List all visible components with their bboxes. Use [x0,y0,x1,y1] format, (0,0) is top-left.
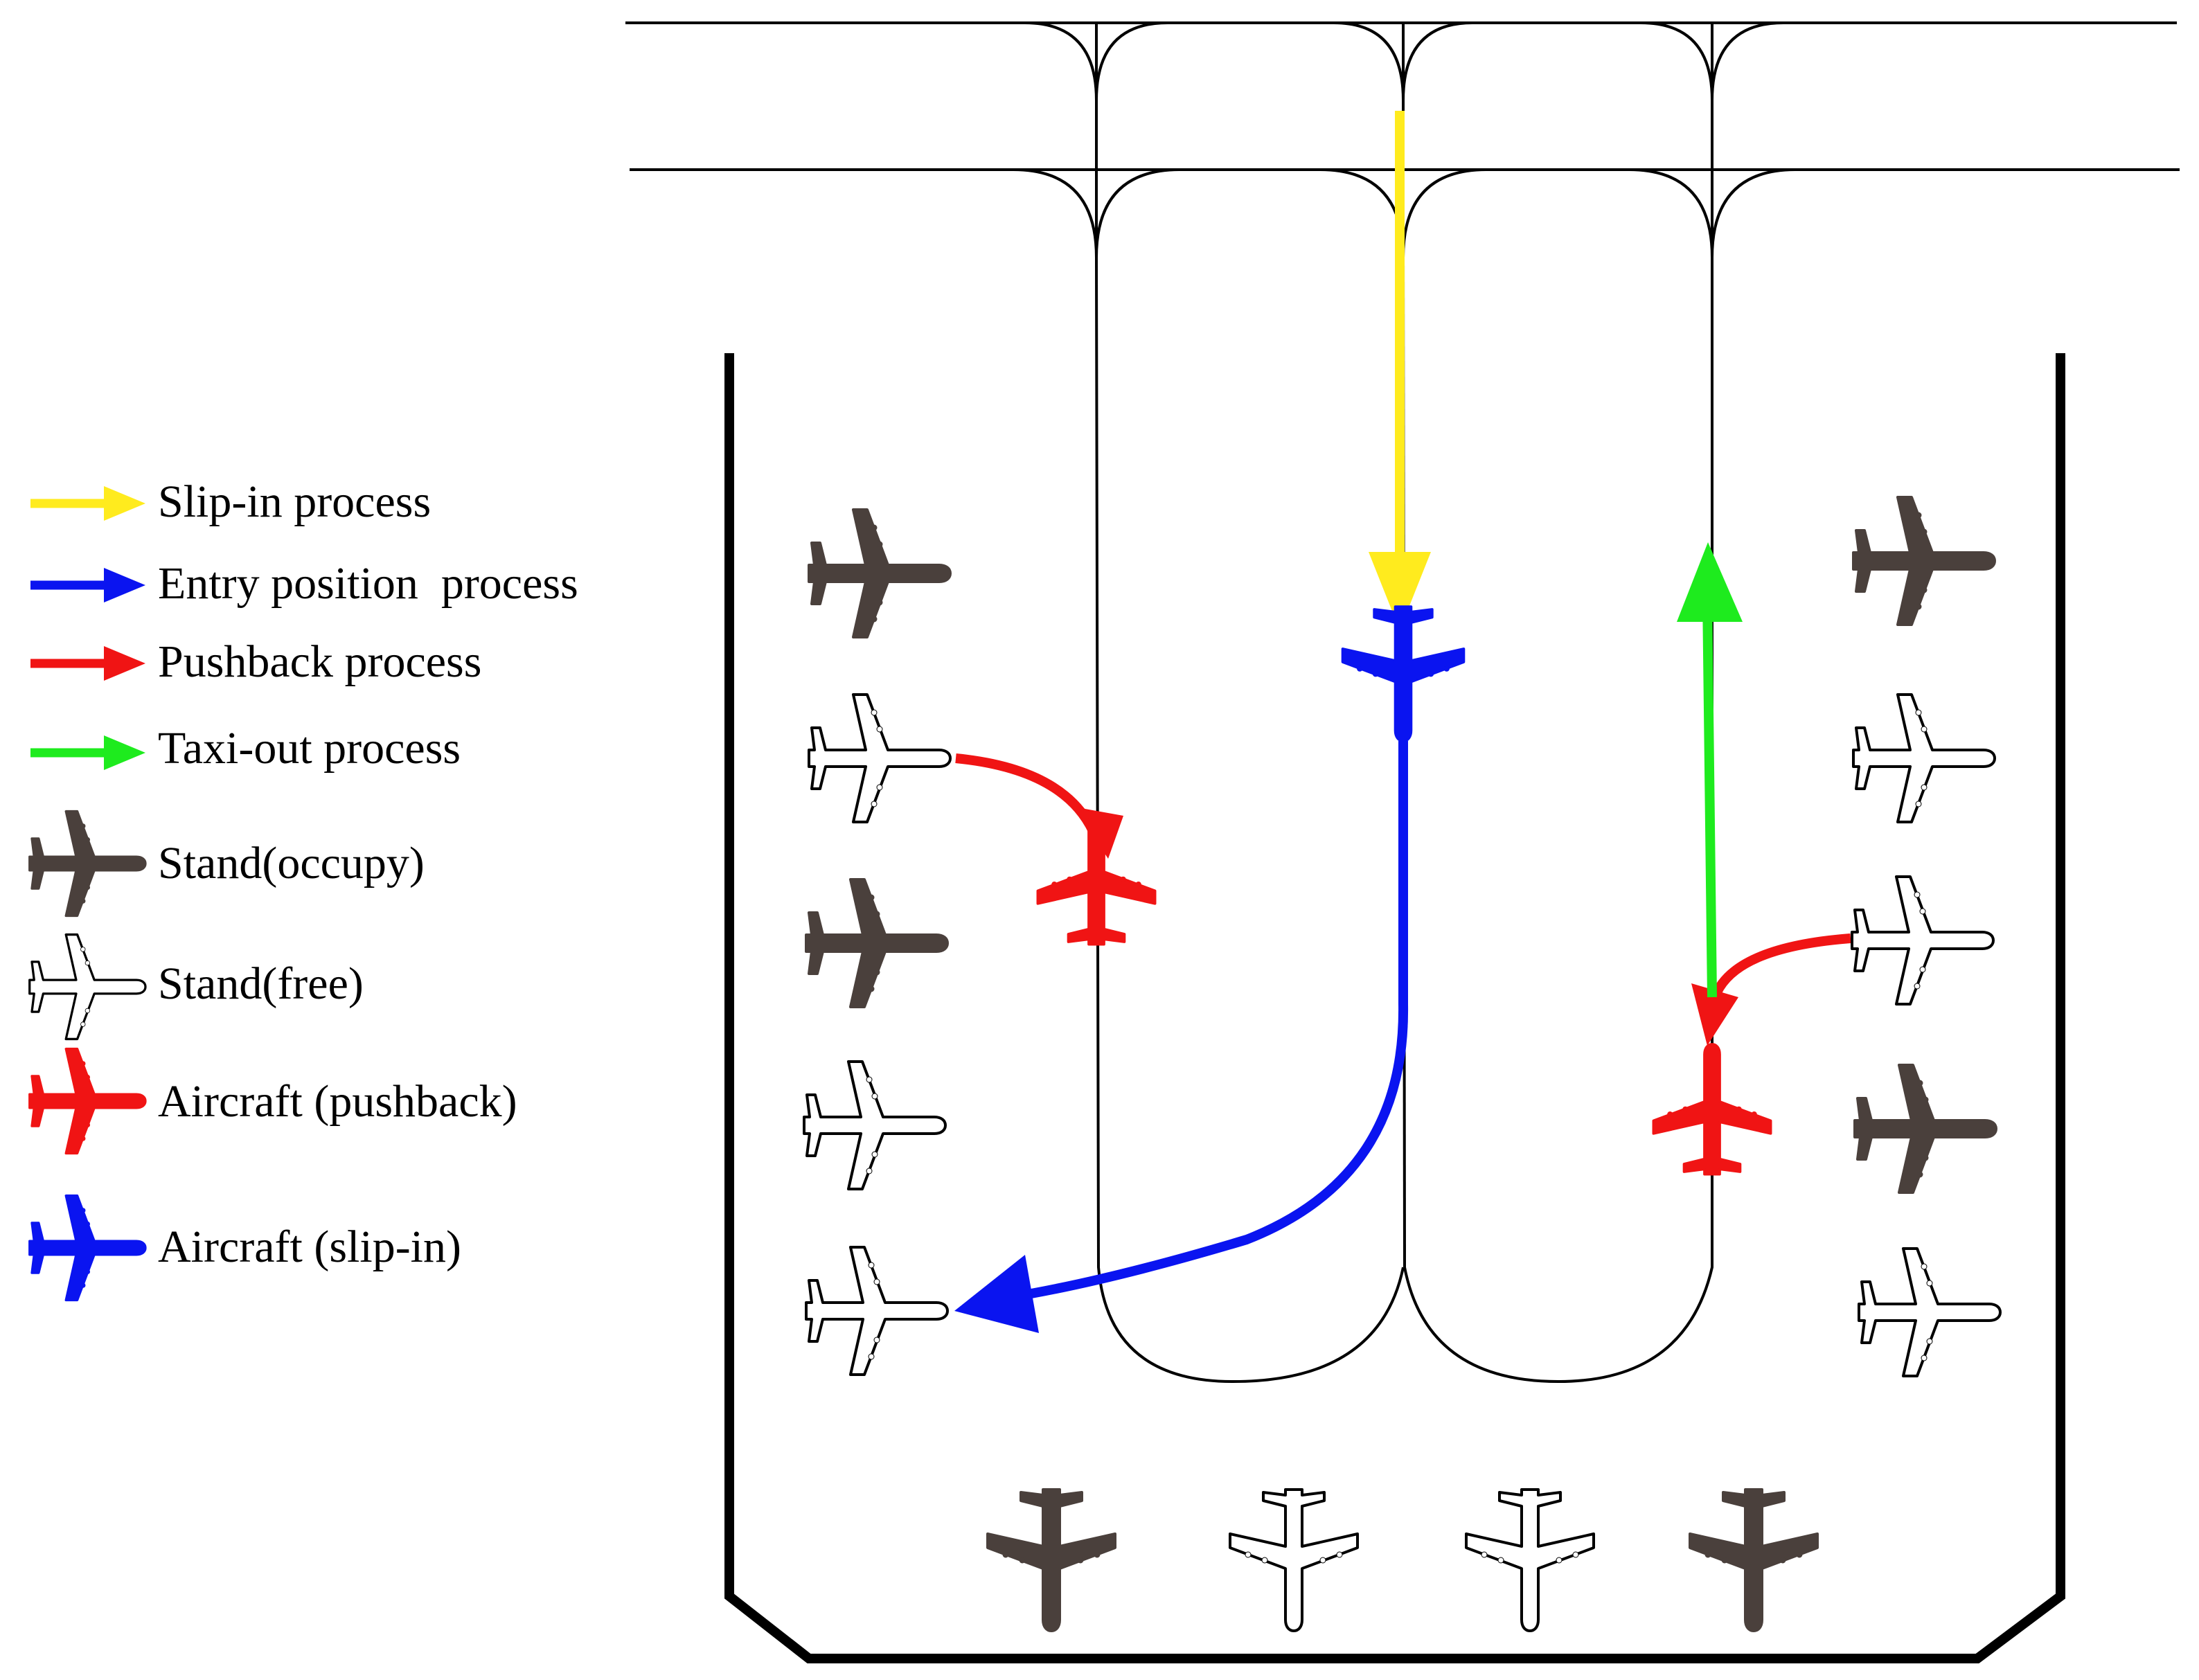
legend-item-aircraft-slip-in: Aircraft (slip-in) [28,1194,461,1302]
slip-in-arrowhead [1369,552,1431,630]
legend-item-taxi-out: Taxi-out process [30,723,461,774]
process-arrows [954,111,1851,1333]
legend-entry-position-arrowhead [104,568,145,602]
pushback-arrow-left [955,753,1098,834]
pushback-arrowhead-right [1691,983,1738,1046]
airplane-pushback-icon [28,1047,147,1155]
airplane-free-icon [1858,1247,2002,1377]
legend-stand-occupy-label: Stand(occupy) [158,838,425,888]
pushback-arrow-right [1710,933,1851,999]
airplane-occupied-icon [1852,496,1996,626]
stands-right [1851,496,2002,1377]
airplane-pushback-icon [1036,813,1157,946]
stands-left [803,508,952,1376]
legend-item-stand-free: Stand(free) [28,933,364,1041]
airplane-free-icon [1851,875,1995,1006]
airplane-occupied-icon [805,878,949,1008]
legend-taxi-out-arrowhead [104,735,145,770]
airplane-occupied-icon [1853,1064,1997,1194]
legend-stand-free-label: Stand(free) [158,958,364,1009]
airplane-slip-in-icon [28,1194,147,1302]
legend: Slip-in process Entry position process P… [28,476,578,1302]
airplane-pushback-icon [1652,1043,1772,1176]
legend-pushback-label: Pushback process [158,636,481,687]
legend-aircraft-slip-in-label: Aircraft (slip-in) [158,1222,461,1272]
legend-taxi-out-label: Taxi-out process [158,723,461,774]
airplane-occupied-icon [1689,1488,1819,1632]
taxilane-right [1403,258,1713,1384]
stands-bottom [986,1488,1819,1632]
airplane-free-icon [1465,1488,1595,1632]
airplane-free-icon [808,693,952,823]
airplane-occupied-icon [28,810,147,918]
airplane-occupied-icon [808,508,952,638]
airplane-free-icon [28,933,147,1041]
apron-boundary [724,353,2065,1663]
legend-item-entry-position: Entry position process [30,558,578,609]
legend-entry-position-label: Entry position process [158,558,578,609]
airplane-free-icon [1852,693,1996,823]
taxilane-left [1095,257,1405,1384]
airplane-slip-in-icon [1341,605,1466,742]
legend-item-aircraft-pushback: Aircraft (pushback) [28,1047,517,1155]
legend-slip-in-label: Slip-in process [158,476,431,527]
taxi-out-arrow [1702,595,1717,998]
legend-aircraft-pushback-label: Aircraft (pushback) [158,1076,517,1127]
legend-item-pushback: Pushback process [30,636,481,687]
airplane-free-icon [1229,1488,1359,1632]
legend-item-stand-occupy: Stand(occupy) [28,810,425,918]
airplane-occupied-icon [986,1488,1116,1632]
entry-position-arrowhead [954,1255,1039,1333]
airplane-free-icon [803,1060,947,1190]
legend-item-slip-in: Slip-in process [30,476,431,527]
legend-pushback-arrowhead [104,646,145,681]
airplane-free-icon [805,1246,949,1376]
taxi-out-arrowhead [1677,542,1743,622]
legend-slip-in-arrowhead [104,486,145,521]
entry-position-arrow [1010,741,1409,1302]
